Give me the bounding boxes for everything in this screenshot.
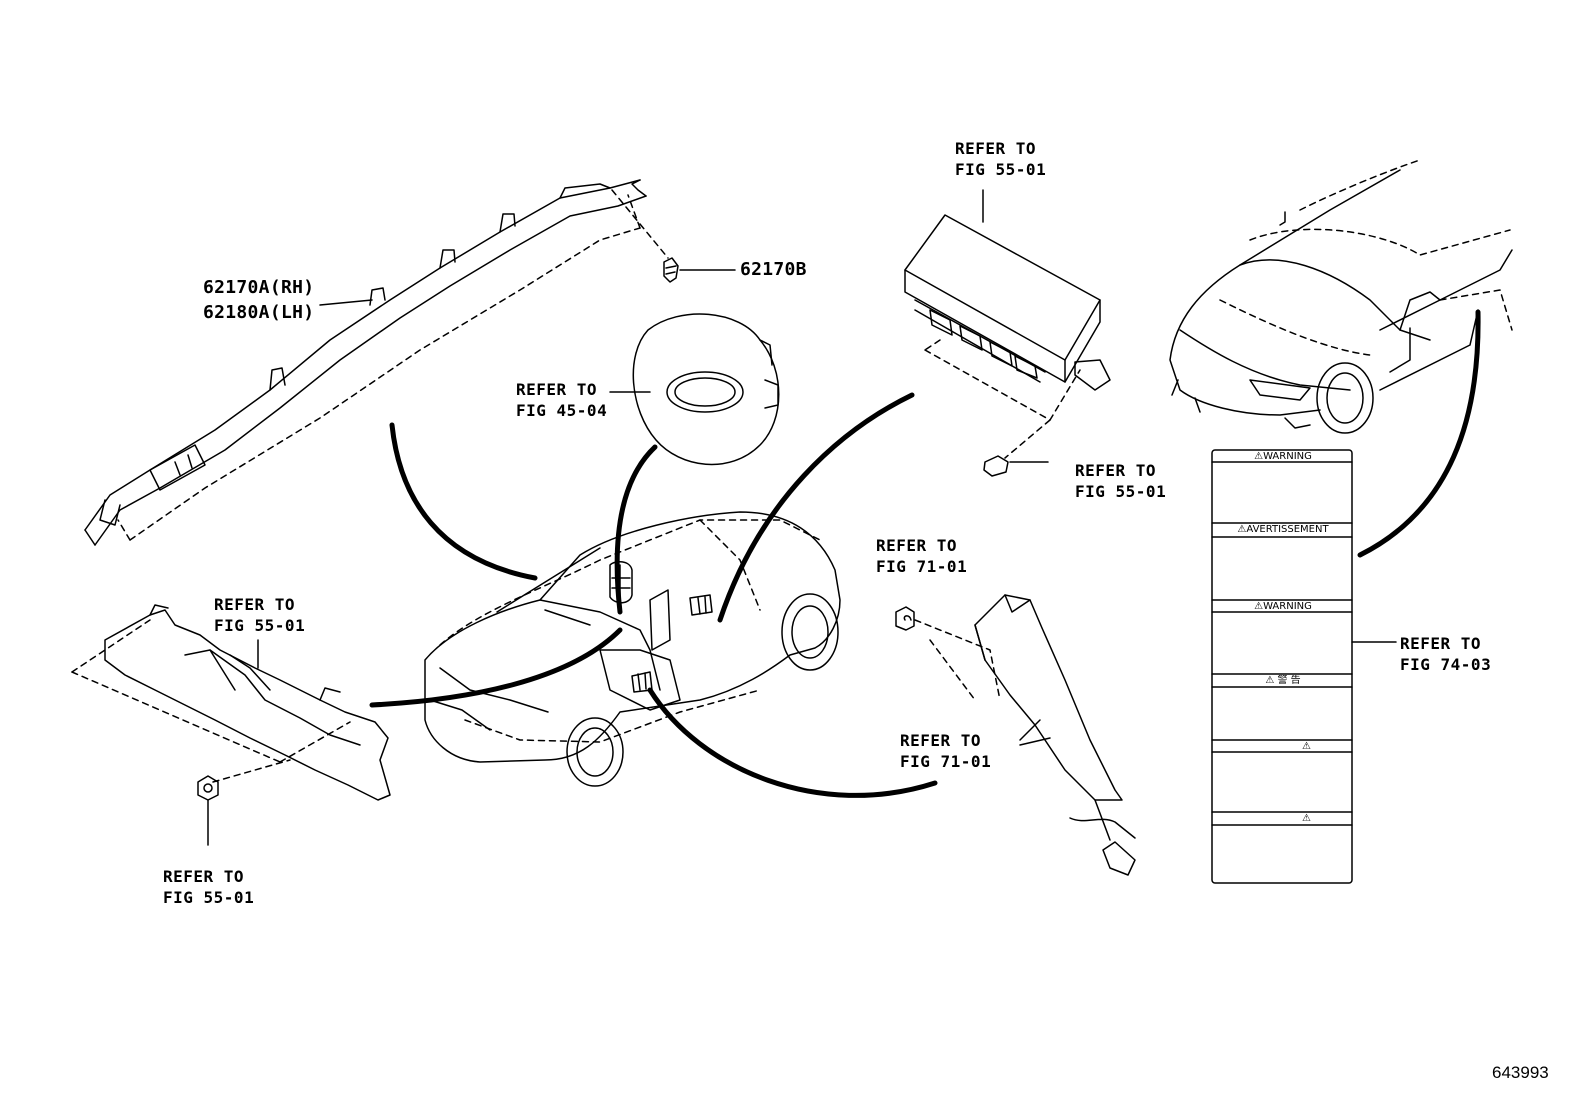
side-airbag-dashed: [914, 619, 1001, 701]
ref-warning-label-line2: FIG 74-03: [1400, 655, 1492, 674]
side-airbag: [974, 594, 1136, 876]
ref-steering-pad-line1: REFER TO: [516, 380, 598, 399]
ref-center-unit-bolt-line2: FIG 55-01: [1075, 482, 1167, 501]
ref-warning-label-line1: REFER TO: [1400, 634, 1482, 653]
knee-airbag-dashed-guides: [71, 619, 351, 783]
vehicle-overview: [424, 511, 841, 787]
warning-header-4: ⚠ 警 告: [1265, 675, 1301, 686]
ref-center-unit-bolt-line1: REFER TO: [1075, 461, 1157, 480]
warning-header-2: ⚠AVERTISSEMENT: [1237, 524, 1329, 535]
curtain-airbag-assembly: [84, 179, 647, 546]
ref-knee-airbag-nut-line1: REFER TO: [163, 867, 245, 886]
ref-side-airbag-nut-line1: REFER TO: [876, 536, 958, 555]
warning-header-6: ⚠: [1302, 813, 1311, 824]
curtain-airbag-dashed-guides: [117, 189, 669, 541]
leader-lines: [1019, 737, 1051, 746]
ref-center-unit-line2: FIG 55-01: [955, 160, 1047, 179]
callout-arcs: [369, 309, 1481, 798]
warning-label-stack: [1211, 449, 1397, 884]
ref-knee-airbag-line2: FIG 55-01: [214, 616, 306, 635]
vehicle-front-view-dashed: [1219, 159, 1513, 356]
ref-knee-airbag-nut-line2: FIG 55-01: [163, 888, 255, 907]
warning-header-5: ⚠: [1302, 741, 1311, 752]
part-number-62170a-rh: 62170A(RH): [203, 277, 315, 298]
ref-steering-pad-line2: FIG 45-04: [516, 401, 608, 420]
ref-knee-airbag-line1: REFER TO: [214, 595, 296, 614]
airbag-center-sensor: [904, 189, 1111, 391]
steering-pad: [609, 313, 780, 466]
curtain-bolt: [663, 257, 736, 283]
warning-header-3: ⚠WARNING: [1254, 601, 1312, 612]
knee-airbag: [104, 604, 391, 801]
knee-airbag-nut: [197, 775, 219, 846]
ref-side-airbag-line1: REFER TO: [900, 731, 982, 750]
vehicle-front-view: [1169, 169, 1513, 434]
diagram-id: 643993: [1492, 1063, 1549, 1082]
curtain-leader-line: [319, 299, 373, 306]
part-number-62170b: 62170B: [740, 259, 807, 280]
ref-side-airbag-nut-line2: FIG 71-01: [876, 557, 968, 576]
warning-header-1: ⚠WARNING: [1254, 451, 1312, 462]
ref-side-airbag-line2: FIG 71-01: [900, 752, 992, 771]
center-sensor-bolt: [983, 455, 1049, 477]
part-number-62180a-lh: 62180A(LH): [203, 302, 315, 323]
side-airbag-nut: [895, 606, 915, 631]
center-sensor-dashed-guides: [924, 339, 1081, 459]
ref-center-unit-line1: REFER TO: [955, 139, 1037, 158]
vehicle-overview-dashed: [439, 519, 821, 743]
